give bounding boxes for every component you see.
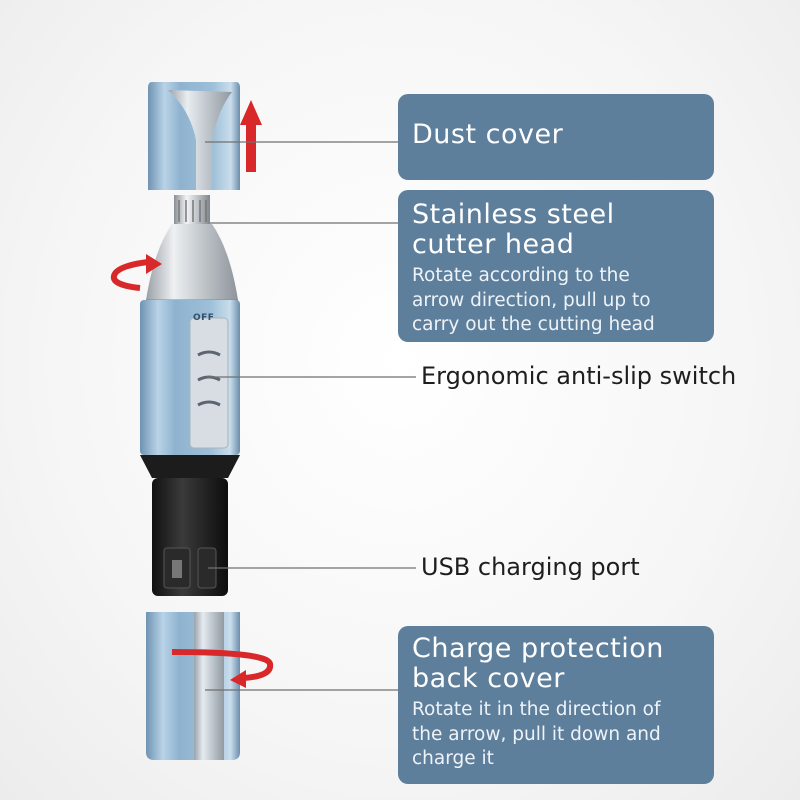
back-cover-desc-line3: charge it (412, 748, 494, 769)
cutter-head-part (146, 224, 238, 301)
back-cover-callout: Charge protection back cover Rotate it i… (398, 626, 714, 784)
cutter-head-title-line2: cutter head (412, 229, 575, 260)
cutter-head-desc-line2: arrow direction, pull up to (412, 289, 651, 311)
usb-port-label: USB charging port (421, 553, 640, 581)
switch-label: Ergonomic anti-slip switch (421, 362, 737, 390)
cutter-head-desc-line3: carry out the cutting head (412, 314, 655, 335)
back-cover-desc-line1: Rotate it in the direction of (412, 699, 661, 720)
rotate-arrow-icon (171, 649, 274, 688)
off-switch-marking: OFF (193, 313, 215, 323)
back-cover-title-line1: Charge protection (412, 633, 664, 664)
up-arrow-icon (240, 100, 262, 172)
cutter-head-desc-line1: Rotate according to the (412, 265, 630, 286)
dust-cover-callout: Dust cover (398, 94, 714, 180)
leader-lines (205, 141, 416, 691)
trimmer-body (140, 300, 240, 455)
dust-cover-part (148, 82, 240, 190)
back-cover-title-line2: back cover (412, 663, 565, 694)
cutter-tip-part (174, 195, 210, 225)
cutter-head-title-line1: Stainless steel (412, 199, 615, 230)
back-cover-part (146, 612, 240, 760)
battery-section (140, 455, 240, 596)
dust-cover-title: Dust cover (412, 119, 564, 150)
cutter-head-callout: Stainless steel cutter head Rotate accor… (398, 190, 714, 342)
back-cover-desc-line2: the arrow, pull it down and (412, 723, 661, 745)
rotate-arrow-icon (110, 254, 162, 291)
